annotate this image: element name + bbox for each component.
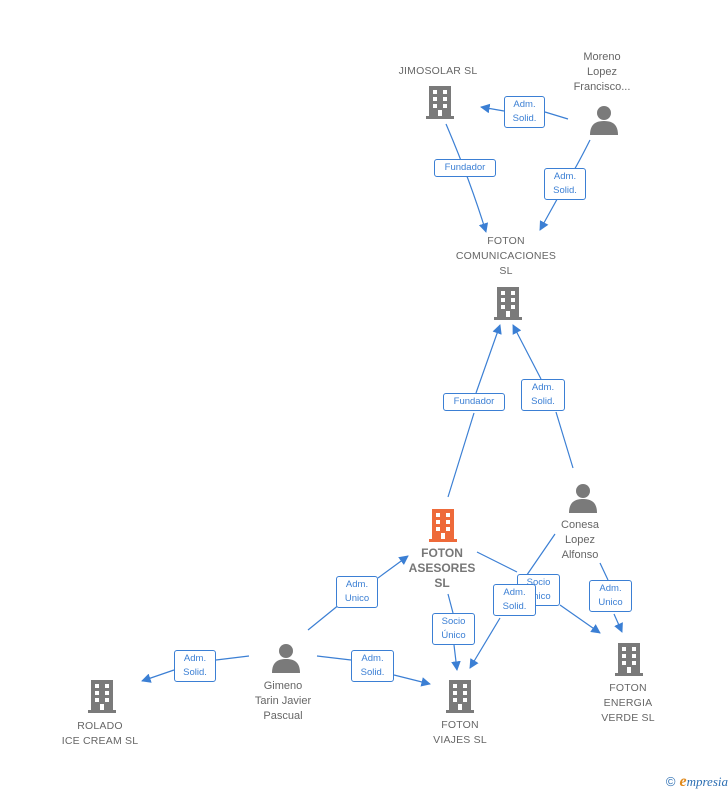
edge-label-asesores-fotoncom: Fundador xyxy=(443,393,505,411)
conesa-label[interactable]: Conesa Lopez Alfonso xyxy=(561,519,599,561)
foton-energia-building-icon[interactable] xyxy=(613,641,645,677)
foton-viajes-label[interactable]: FOTON VIAJES SL xyxy=(433,719,487,746)
edge-conesa-fotoncom xyxy=(513,325,574,469)
edge-conesa-energia xyxy=(599,562,622,632)
foton-viajes-building-icon[interactable] xyxy=(444,678,476,714)
edge-moreno-jimosolar xyxy=(481,107,569,120)
brand-rest: mpresia xyxy=(686,774,728,789)
empresia-logo[interactable]: ©empresia xyxy=(666,773,728,791)
edge-asesores-fotoncom xyxy=(447,325,500,498)
edge-label-jimosolar-fotoncom: Fundador xyxy=(434,159,496,177)
jimosolar-label[interactable]: JIMOSOLAR SL xyxy=(398,65,478,77)
edge-label-moreno-jimosolar: Adm. Solid. xyxy=(504,96,545,128)
edge-label-conesa-fotoncom: Adm. Solid. xyxy=(521,379,565,411)
rolado-label[interactable]: ROLADO ICE CREAM SL xyxy=(61,720,139,747)
edge-jimosolar-fotoncom xyxy=(445,123,489,233)
edge-asesores-energia xyxy=(476,551,600,633)
edge-label-conesa-energia: Adm. Unico xyxy=(589,580,632,612)
moreno-person-icon[interactable] xyxy=(588,104,620,136)
rolado-building-icon[interactable] xyxy=(86,678,118,714)
edge-label-conesa-viajes: Adm. Solid. xyxy=(493,584,536,616)
copyright-symbol: © xyxy=(665,774,676,789)
edge-label-moreno-fotoncom: Adm. Solid. xyxy=(544,168,586,200)
edge-asesores-viajes xyxy=(448,593,457,670)
foton-comunicaciones-building-icon[interactable] xyxy=(492,285,524,321)
edge-label-gimeno-rolado: Adm. Solid. xyxy=(174,650,216,682)
jimosolar-building-icon[interactable] xyxy=(424,84,456,120)
edge-gimeno-asesores xyxy=(307,556,408,631)
gimeno-person-icon[interactable] xyxy=(270,642,302,674)
gimeno-label[interactable]: Gimeno Tarin Javier Pascual xyxy=(254,680,312,722)
conesa-person-icon[interactable] xyxy=(567,482,599,514)
edge-label-asesores-viajes: Socio Único xyxy=(432,613,475,645)
brand-e: e xyxy=(679,773,687,790)
edge-gimeno-rolado xyxy=(142,655,250,681)
moreno-label[interactable]: Moreno Lopez Francisco... xyxy=(573,51,631,93)
edge-label-gimeno-viajes: Adm. Solid. xyxy=(351,650,394,682)
foton-asesores-building-icon[interactable] xyxy=(427,507,459,543)
foton-energia-label[interactable]: FOTON ENERGIA VERDE SL xyxy=(601,682,655,724)
foton-comunicaciones-label[interactable]: FOTON COMUNICACIONES SL xyxy=(455,235,557,277)
edge-gimeno-viajes xyxy=(316,655,430,684)
foton-asesores-label[interactable]: FOTON ASESORES SL xyxy=(408,546,476,590)
edge-label-gimeno-asesores: Adm. Unico xyxy=(336,576,378,608)
